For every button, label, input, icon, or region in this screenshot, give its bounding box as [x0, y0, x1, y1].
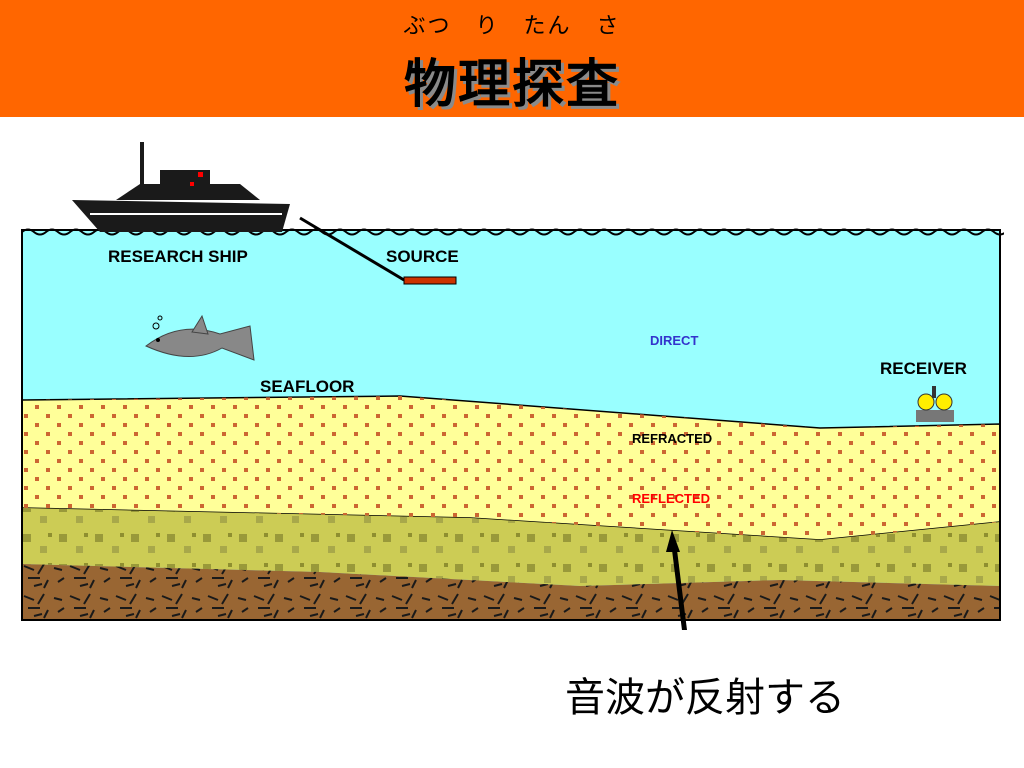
- label-direct: DIRECT: [650, 333, 698, 348]
- caption-text: 音波が反射する: [565, 675, 845, 721]
- label-research-ship: RESEARCH SHIP: [108, 247, 248, 266]
- title-ruby: ぶつ り たん さ: [403, 14, 621, 39]
- page-title: 物理探査: [403, 55, 620, 115]
- bedrock-texture: [22, 564, 1000, 620]
- label-receiver: RECEIVER: [880, 359, 967, 378]
- seismic-survey-diagram: RESEARCH SHIP SOURCE DIRECT RECEIVER SEA…: [21, 142, 1004, 630]
- water-surface: [21, 228, 1004, 236]
- label-source: SOURCE: [386, 247, 459, 266]
- label-seafloor: SEAFLOOR: [260, 377, 354, 396]
- receiver-device: [916, 386, 954, 422]
- shark-icon: [145, 314, 255, 361]
- research-ship: [72, 142, 290, 232]
- rock-layer-texture: [22, 508, 1000, 586]
- source-array: [403, 276, 457, 285]
- label-reflected: REFLECTED: [632, 491, 710, 506]
- label-refracted: REFRACTED: [632, 431, 712, 446]
- tow-cable: [299, 216, 405, 282]
- sediment-dots: [22, 396, 1000, 540]
- title-banner: [0, 0, 1024, 117]
- reflection-arrow: [666, 530, 688, 630]
